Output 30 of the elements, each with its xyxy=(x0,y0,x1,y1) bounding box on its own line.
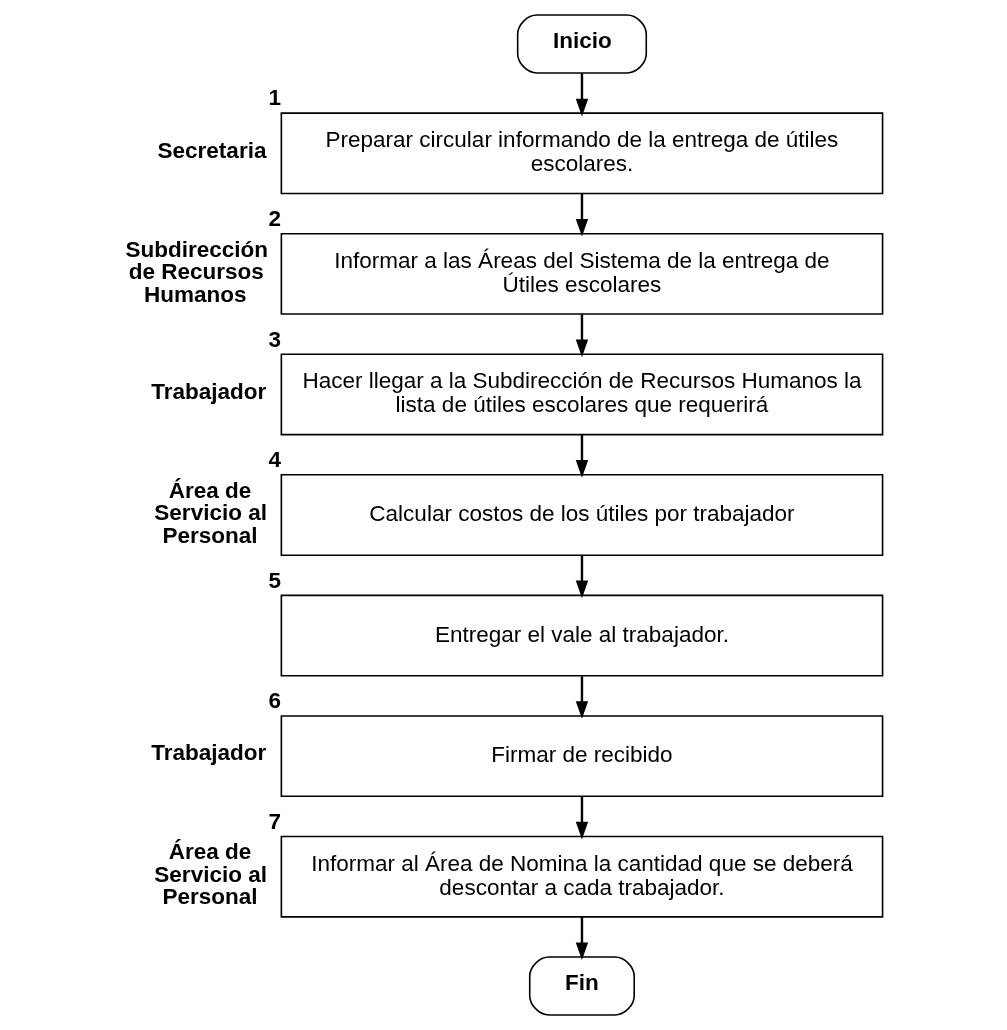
node-box: Informar a las Áreas del Sistema de la entrega de Útiles escolares xyxy=(280,232,883,315)
node-label: 7 xyxy=(268,808,281,834)
node-label: Trabajador xyxy=(150,378,266,404)
arrow xyxy=(575,435,588,478)
node-box: Informar al Área de Nomina la cantidad que se deberá descontar a cada trabajador. xyxy=(280,835,883,918)
node-box: Entregar el vale al trabajador. xyxy=(280,594,883,677)
node-box: Inicio xyxy=(516,14,647,74)
node-box: Hacer llegar a la Subdirección de Recursos Humanos la lista de útiles escolares que requerirá xyxy=(280,353,883,436)
node-label: 2 xyxy=(268,205,281,231)
node-label: 4 xyxy=(268,447,281,473)
node-label: Área de Servicio al Personal xyxy=(153,839,267,910)
arrow xyxy=(575,917,588,961)
node-label: 1 xyxy=(268,85,281,111)
node-label: Trabajador xyxy=(150,740,266,766)
node-label: Secretaria xyxy=(157,137,266,163)
arrow xyxy=(575,796,588,840)
node-box: Preparar circular informando de la entrega de útiles escolares. xyxy=(280,112,883,195)
node-label: Área de Servicio al Personal xyxy=(153,477,267,548)
node-label: 5 xyxy=(268,567,281,593)
arrow xyxy=(575,194,588,237)
node-box: Firmar de recibido xyxy=(280,715,883,798)
arrow xyxy=(575,555,588,599)
node-box: Fin xyxy=(528,956,635,1016)
node-label: Subdirección de Recursos Humanos xyxy=(124,236,268,307)
node-label: 3 xyxy=(268,326,281,352)
node-label: 6 xyxy=(268,688,281,714)
arrow xyxy=(575,314,588,358)
arrow xyxy=(575,676,588,719)
node-box: Calcular costos de los útiles por trabajador xyxy=(280,474,883,556)
arrow xyxy=(575,73,588,117)
